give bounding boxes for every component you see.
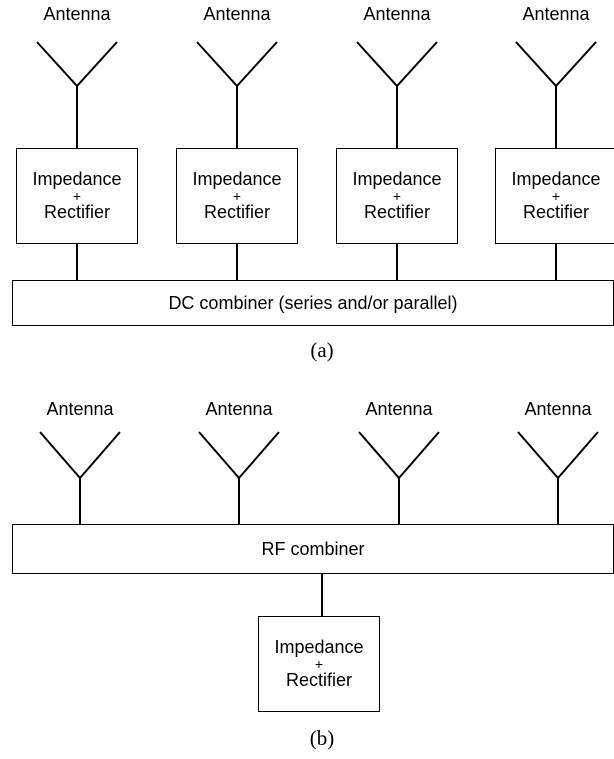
dc-combiner-label: DC combiner (series and/or parallel) <box>168 292 458 313</box>
antenna-label-b2: Antenna <box>205 399 273 419</box>
antenna-label-a1: Antenna <box>43 4 111 24</box>
impedance-rectifier-box-b: Impedance + Rectifier <box>258 616 380 712</box>
antenna-icon-b1 <box>39 431 121 524</box>
antenna-icon-a4 <box>515 41 597 148</box>
module-line2: Rectifier <box>363 202 430 222</box>
antenna-icon-a1 <box>36 41 118 148</box>
impedance-rectifier-box-a2: Impedance + Rectifier <box>176 148 298 244</box>
module-line2: Rectifier <box>285 670 352 690</box>
module-plus: + <box>551 188 561 204</box>
module-line1: Impedance <box>192 169 282 190</box>
antenna-label-a4: Antenna <box>522 4 590 24</box>
antenna-icon-b3 <box>358 431 440 524</box>
antenna-label-b1: Antenna <box>46 399 114 419</box>
caption-a: (a) <box>310 338 334 362</box>
impedance-rectifier-box-a1: Impedance + Rectifier <box>16 148 138 244</box>
module-line1: Impedance <box>352 169 442 190</box>
module-plus: + <box>72 188 82 204</box>
module-plus: + <box>232 188 242 204</box>
module-line2: Rectifier <box>203 202 270 222</box>
antenna-icon-b4 <box>517 431 599 524</box>
antenna-label-a3: Antenna <box>363 4 431 24</box>
module-plus: + <box>314 656 324 672</box>
rf-combiner-box: RF combiner <box>12 524 614 574</box>
rf-combiner-label: RF combiner <box>261 538 365 559</box>
dc-combiner-box: DC combiner (series and/or parallel) <box>12 280 614 326</box>
antenna-icon-a3 <box>356 41 438 148</box>
impedance-rectifier-box-a4: Impedance + Rectifier <box>495 148 614 244</box>
module-line1: Impedance <box>511 169 601 190</box>
caption-b: (b) <box>309 726 335 750</box>
module-line1: Impedance <box>274 637 364 658</box>
antenna-label-a2: Antenna <box>203 4 271 24</box>
module-plus: + <box>392 188 402 204</box>
antenna-icon-a2 <box>196 41 278 148</box>
module-line1: Impedance <box>32 169 122 190</box>
module-line2: Rectifier <box>43 202 110 222</box>
antenna-icon-b2 <box>198 431 280 524</box>
impedance-rectifier-box-a3: Impedance + Rectifier <box>336 148 458 244</box>
antenna-label-b3: Antenna <box>365 399 433 419</box>
antenna-label-b4: Antenna <box>524 399 592 419</box>
module-line2: Rectifier <box>522 202 589 222</box>
